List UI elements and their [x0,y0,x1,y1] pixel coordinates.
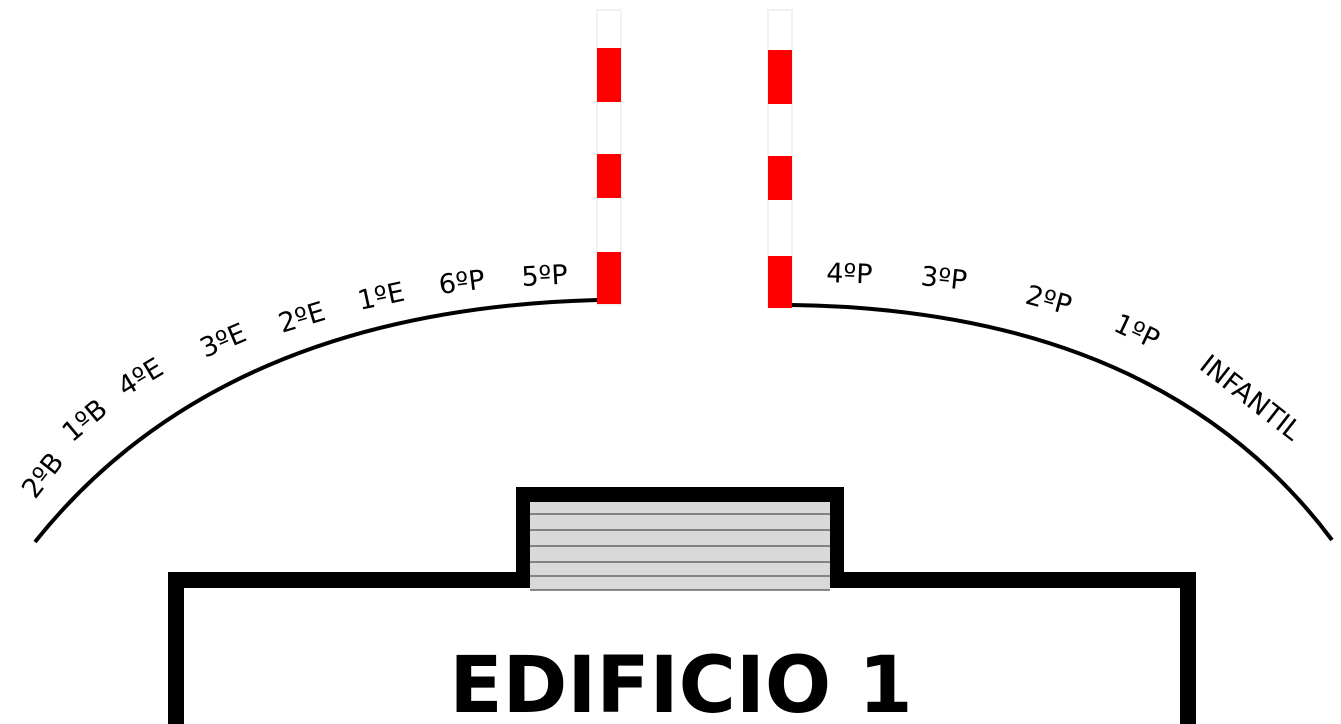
right-label-1p: 1ºP [1109,308,1164,356]
left-label-5p: 5ºP [521,260,569,293]
left-label-6p: 6ºP [437,265,487,301]
right-label-4p: 4ºP [826,258,873,291]
left-label-1b: 1ºB [57,393,114,448]
right-label-infantil: INFANTIL [1194,349,1307,447]
right-label-3p: 3ºP [919,261,968,297]
left-barrier-post [596,9,622,306]
left-arc-line [33,298,598,544]
left-label-1e: 1ºE [355,277,407,317]
building: EDIFICIO 1 [168,487,1196,724]
entrance-stairs [530,502,830,591]
building-title: EDIFICIO 1 [449,641,912,724]
left-label-4e: 4ºE [113,352,169,403]
building-wall [168,487,1196,724]
left-label-2b: 2ºB [16,447,70,504]
left-label-3e: 3ºE [196,318,251,365]
right-arc-line [791,303,1334,542]
right-barrier-post [767,9,793,309]
left-label-2e: 2ºE [275,296,329,339]
right-label-2p: 2ºP [1022,280,1075,322]
